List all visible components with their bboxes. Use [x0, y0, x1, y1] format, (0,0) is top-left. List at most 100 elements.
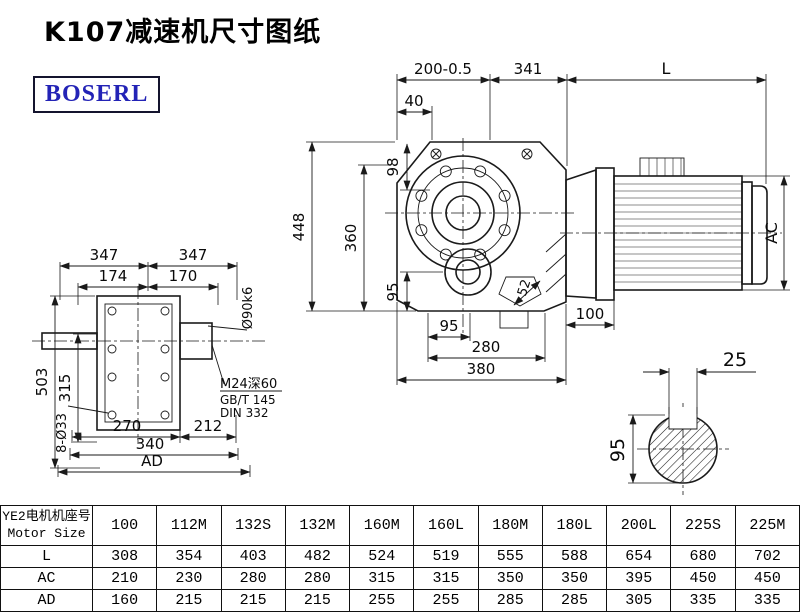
motor-fins — [614, 183, 742, 283]
dim-value-cell: 230 — [156, 567, 222, 590]
dim-341-label: 341 — [514, 60, 543, 78]
dim-380-label: 380 — [467, 360, 496, 378]
table-row-AD: AD 160 215 215 215 255 255 285 285 305 3… — [0, 589, 800, 612]
dim-value-cell: 519 — [413, 545, 479, 568]
dim-value-cell: 702 — [734, 545, 800, 568]
table-row-AC: AC 210 230 280 280 315 315 350 350 395 4… — [0, 567, 800, 590]
dim-value-cell: 350 — [477, 567, 543, 590]
output-shaft — [179, 322, 213, 360]
dim-95-left-label: 95 — [384, 282, 402, 301]
motor-size-header: YE2电机机座号 Motor Size — [0, 505, 93, 546]
shaft-cross-section: 25 95 — [607, 349, 756, 495]
dim-L-label: L — [662, 59, 671, 78]
dim-360-label: 360 — [342, 224, 360, 253]
dim-value-cell: 215 — [284, 589, 351, 612]
motor-col-header: 180L — [541, 505, 608, 546]
brand-logo: BOSERL — [33, 76, 161, 113]
dim-200-label: 200-0.5 — [414, 60, 472, 78]
motor-col-header: 225S — [670, 505, 736, 546]
dim-98-label: 98 — [384, 157, 402, 176]
dim-value-cell: 285 — [477, 589, 543, 612]
dim-52-label: 52 — [515, 278, 534, 298]
dim-170-label: 170 — [169, 267, 198, 285]
dim-value-cell: 315 — [349, 567, 415, 590]
standard-note-2: DIN 332 — [220, 406, 268, 420]
dim-value-cell: 215 — [156, 589, 222, 612]
side-view-dimensions: 200-0.5 341 L 40 98 448 360 95 — [290, 59, 790, 385]
table-row-L: L 308 354 403 482 524 519 555 588 654 68… — [0, 545, 800, 568]
dim-value-cell: 305 — [606, 589, 672, 612]
motor-dimension-table: YE2电机机座号 Motor Size 100 112M 132S 132M 1… — [0, 505, 800, 612]
dim-value-cell: 395 — [606, 567, 672, 590]
front-view — [32, 286, 268, 444]
screw-icon — [430, 148, 442, 160]
dim-value-cell: 450 — [670, 567, 736, 590]
dim-value-cell: 350 — [541, 567, 608, 590]
dim-value-cell: 255 — [413, 589, 479, 612]
dim-value-cell: 354 — [156, 545, 222, 568]
dim-value-cell: 280 — [220, 567, 286, 590]
input-shaft — [41, 332, 98, 350]
row-label: AD — [0, 589, 93, 612]
dim-value-cell: 315 — [413, 567, 479, 590]
motor-col-header: 160M — [349, 505, 415, 546]
bolt-note-label: 8-Ø33 — [55, 413, 70, 453]
dim-value-cell: 280 — [284, 567, 351, 590]
dim-value-cell: 588 — [541, 545, 608, 568]
dim-value-cell: 680 — [670, 545, 736, 568]
dim-value-cell: 255 — [349, 589, 415, 612]
motor-col-header: 100 — [91, 505, 158, 546]
row-label: AC — [0, 567, 93, 590]
dim-value-cell: 215 — [220, 589, 286, 612]
table-header-row: YE2电机机座号 Motor Size 100 112M 132S 132M 1… — [0, 505, 800, 546]
dim-AD-label: AD — [141, 452, 163, 470]
dim-value-cell: 450 — [734, 567, 800, 590]
dim-value-cell: 555 — [477, 545, 543, 568]
dim-503-label: 503 — [33, 368, 51, 397]
dim-value-cell: 524 — [349, 545, 415, 568]
dim-270-label: 270 — [113, 417, 142, 435]
motor-col-header: 180M — [477, 505, 543, 546]
screw-icon — [521, 148, 533, 160]
dim-174-label: 174 — [99, 267, 128, 285]
motor-size-label-en: Motor Size — [7, 525, 86, 541]
dim-347-left-label: 347 — [90, 246, 119, 264]
dim-value-cell: 335 — [670, 589, 736, 612]
front-view-dimensions: 347 347 174 170 503 315 8-Ø33 270 212 — [33, 246, 282, 477]
dim-value-cell: 160 — [91, 589, 158, 612]
dim-340-label: 340 — [136, 435, 165, 453]
dim-value-cell: 308 — [91, 545, 158, 568]
motor-col-header: 200L — [606, 505, 672, 546]
motor — [565, 157, 768, 301]
dim-280-label: 280 — [472, 338, 501, 356]
dim-25-label: 25 — [723, 349, 747, 371]
technical-drawing: 200-0.5 341 L 40 98 448 360 95 — [32, 59, 790, 495]
thread-note-label: M24深60 — [220, 377, 277, 392]
terminal-box — [639, 157, 685, 177]
dim-value-cell: 285 — [541, 589, 608, 612]
motor-col-header: 112M — [156, 505, 222, 546]
dim-315-label: 315 — [56, 374, 74, 403]
shaft-dia-label: Ø90k6 — [241, 287, 256, 330]
dim-AC-label: AC — [762, 222, 781, 244]
dim-100-label: 100 — [576, 305, 605, 323]
motor-col-header: 160L — [413, 505, 479, 546]
motor-col-header: 132S — [220, 505, 286, 546]
standard-note-1: GB/T 145 — [220, 393, 276, 407]
motor-col-header: 132M — [284, 505, 351, 546]
dim-448-label: 448 — [290, 213, 308, 242]
dim-value-cell: 210 — [91, 567, 158, 590]
keyway — [668, 407, 698, 430]
bottom-boss — [499, 310, 529, 329]
page-title: K107减速机尺寸图纸 — [44, 17, 322, 48]
motor-col-header: 225M — [734, 505, 800, 546]
dim-value-cell: 403 — [220, 545, 286, 568]
dim-40-label: 40 — [404, 92, 423, 110]
dim-value-cell: 654 — [606, 545, 672, 568]
dim-95-bottom-label: 95 — [439, 317, 458, 335]
dim-347-right-label: 347 — [179, 246, 208, 264]
dim-value-cell: 482 — [284, 545, 351, 568]
motor-size-label-cn: YE2电机机座号 — [2, 509, 91, 525]
dim-95-section-label: 95 — [607, 438, 629, 462]
